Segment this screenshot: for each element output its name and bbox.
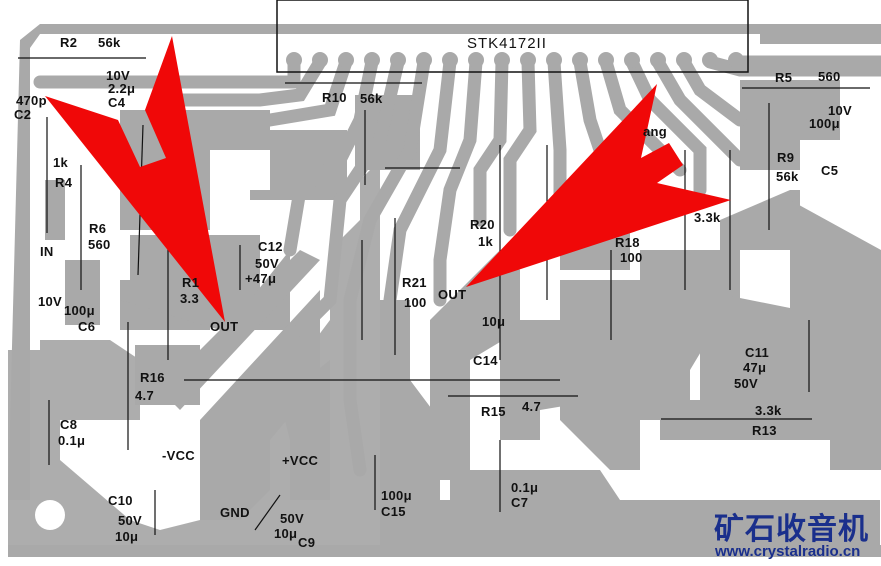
c4-voltage: 10V: [106, 68, 131, 83]
c12-value: +47μ: [245, 271, 277, 286]
c6-value: 100μ: [64, 303, 95, 318]
ic-part-label: STK4172II: [467, 35, 547, 52]
ic-package: [276, 0, 749, 73]
ic-outline: [276, 0, 749, 73]
c7-label: C7: [511, 495, 529, 510]
r10-value: 56k: [360, 91, 383, 106]
c2-value: 470p: [16, 93, 47, 108]
r13-value: 3.3k: [755, 403, 782, 418]
r9-value: 56k: [776, 169, 799, 184]
c6-voltage: 10V: [38, 294, 63, 309]
r18-value: 100: [620, 250, 643, 265]
c9-value: 10μ: [274, 526, 298, 541]
c12-label: C12: [258, 239, 283, 254]
r1x-value: 3.3: [180, 291, 199, 306]
red-arrow-right: [466, 84, 731, 287]
c9-label: C9: [298, 535, 316, 550]
r2-value: 56k: [98, 35, 121, 50]
r15-label: R15: [481, 404, 506, 419]
watermark-url: www.crystalradio.cn: [715, 543, 861, 560]
r9-label: R9: [777, 150, 795, 165]
c5-label: C5: [821, 163, 839, 178]
component-leads: [18, 57, 870, 535]
c8-label: C8: [60, 417, 78, 432]
r15-value: 4.7: [522, 399, 541, 414]
neg-vcc-label: -VCC: [162, 448, 195, 463]
c11-value: 47μ: [743, 360, 767, 375]
c14-label: C14: [473, 353, 498, 368]
watermark-chinese: 矿石收音机: [714, 512, 869, 547]
pos-vcc-label: +VCC: [282, 453, 319, 468]
input-label: IN: [40, 244, 54, 259]
c11-voltage: 50V: [734, 376, 759, 391]
c10-voltage: 50V: [118, 513, 143, 528]
r13-label: R13: [752, 423, 777, 438]
mounting-hole: [35, 500, 65, 530]
gnd-label: GND: [220, 505, 250, 520]
c15-label: C15: [381, 504, 406, 519]
red-arrow-left: [45, 36, 225, 322]
c2-label: C2: [14, 107, 32, 122]
r16-label: R16: [140, 370, 165, 385]
c15-value: 100μ: [381, 488, 412, 503]
c6-label: C6: [78, 319, 96, 334]
r20-value: 1k: [478, 234, 494, 249]
c4-value: 2.2μ: [108, 81, 136, 96]
r11-value: 3.3k: [694, 210, 721, 225]
c8-value: 0.1μ: [58, 433, 86, 448]
c9-voltage: 50V: [280, 511, 305, 526]
c5-value: 100μ: [809, 116, 840, 131]
c7-value: 0.1μ: [511, 480, 539, 495]
r6-value: 560: [88, 237, 111, 252]
r10-label: R10: [322, 90, 347, 105]
c5-voltage: 10V: [828, 103, 853, 118]
c10-value: 10μ: [115, 529, 139, 544]
r21-label: R21: [402, 275, 427, 290]
c12-voltage: 50V: [255, 256, 280, 271]
r1x-label: R1: [182, 275, 200, 290]
r2-label: R2: [60, 35, 78, 50]
c10-label: C10: [108, 493, 133, 508]
out-right-label: OUT: [438, 287, 467, 302]
r4-label: R4: [55, 175, 73, 190]
r21-value: 100: [404, 295, 427, 310]
r5-label: R5: [775, 70, 793, 85]
r16-value: 4.7: [135, 388, 154, 403]
c4-label: C4: [108, 95, 126, 110]
r6-label: R6: [89, 221, 107, 236]
r4-value: 1k: [53, 155, 69, 170]
partial-label: ang: [643, 124, 668, 139]
out-left-label: OUT: [210, 319, 239, 334]
c14-value: 10μ: [482, 314, 506, 329]
r20-label: R20: [470, 217, 495, 232]
r5-value: 560: [818, 69, 841, 84]
c11-label: C11: [745, 345, 770, 360]
r18-label: R18: [615, 235, 640, 250]
